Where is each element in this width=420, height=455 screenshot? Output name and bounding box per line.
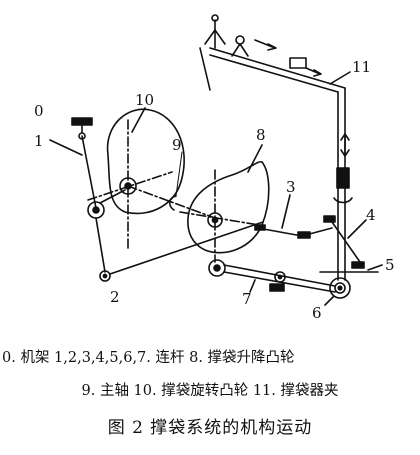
spring-11 [336,167,350,189]
slider-8 [254,224,266,231]
label-leader-11 [329,71,351,85]
label-5: 5 [385,256,395,274]
main-shaft-axis [127,185,216,219]
label-leader-5 [367,264,383,271]
label-10: 10 [135,91,154,109]
label-leader-1 [49,139,83,156]
bag-clamp [199,14,322,91]
label-8: 8 [256,126,266,144]
label-7: 7 [242,290,252,308]
joint-7-mid [274,271,286,283]
rotation-arrow-11 [333,197,353,204]
label-0: 0 [34,102,44,120]
link-from-pivot-to-cam10 [99,189,126,204]
slider-5 [351,261,365,269]
figure-caption: 图 2 撑袋系统的机构运动 [107,418,313,438]
cam-10 [87,108,185,251]
wheel-7-left [208,259,226,277]
slider-4 [323,215,336,223]
label-6: 6 [312,304,322,322]
label-leader-8 [247,144,263,173]
label-11: 11 [352,58,371,76]
link-2 [109,239,211,275]
label-1: 1 [34,132,44,150]
wheel-6 [329,277,351,299]
label-4: 4 [366,206,376,224]
arm-11 [209,47,346,89]
mechanism-diagram: 0 1 10 9 8 3 4 5 2 7 6 11 [34,14,395,322]
legend-line-2: 9. 主轴 10. 撑袋旋转凸轮 11. 撑袋器夹 [81,383,339,399]
main-shaft-9 [168,151,183,211]
lift-arrow-11-heads [340,133,350,157]
link-4 [331,221,361,263]
label-2: 2 [110,288,120,306]
label-3: 3 [286,178,296,196]
label-leader-7 [249,279,256,293]
legend-line-1: 0. 机架 1,2,3,4,5,6,7. 连杆 8. 撑袋升降凸轮 [2,350,295,366]
slider-7 [269,283,285,292]
slider-3 [297,231,311,239]
label-leader-6 [324,295,335,306]
label-leader-4 [347,219,367,239]
label-9: 9 [172,136,182,154]
link-1 [81,135,97,209]
cam-8 [179,160,270,263]
joint-bottom-left [99,270,111,282]
label-leader-3 [281,194,291,229]
label-leader-10 [131,107,146,133]
arm-11b [209,54,339,93]
link-left-vertical [95,217,106,273]
